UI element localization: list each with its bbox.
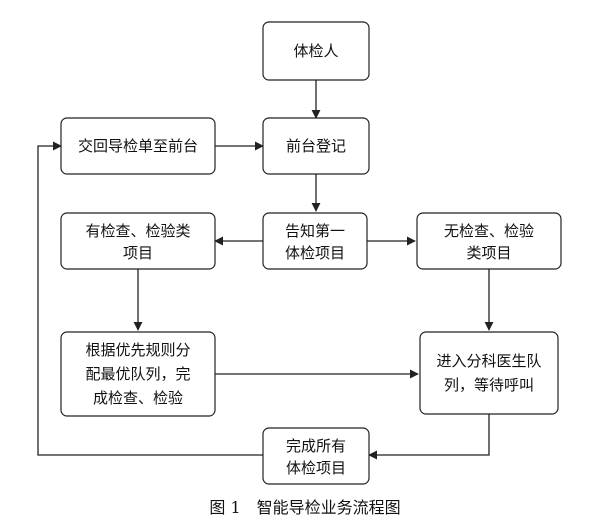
figure-caption: 图 1 智能导检业务流程图 — [209, 498, 400, 517]
edge-complete-all-to-return-sheet — [37, 141, 263, 456]
node-allocate-line-2: 配最优队列，完 — [85, 365, 190, 383]
node-enter-queue-line-2: 列，等待呼叫 — [444, 376, 534, 394]
node-no-exam: 无检查、检验 类项目 — [416, 212, 562, 270]
node-enter-queue-line-1: 进入分科医生队 — [436, 352, 541, 370]
node-notify-first: 告知第一 体检项目 — [262, 212, 368, 270]
node-allocate: 根据优先规则分 配最优队列，完 成检查、检验 — [60, 331, 216, 417]
node-has-exam-line-1: 有检查、检验类 — [85, 222, 190, 240]
node-front-desk: 前台登记 — [262, 117, 370, 175]
node-front-desk-line-1: 前台登记 — [286, 137, 346, 155]
node-complete-all-line-1: 完成所有 — [286, 437, 346, 455]
edge-enter-queue-to-complete-all — [368, 414, 490, 460]
node-allocate-line-3: 成检查、检验 — [93, 389, 183, 407]
node-enter-queue: 进入分科医生队 列，等待呼叫 — [419, 331, 559, 415]
node-examinee: 体检人 — [262, 21, 370, 81]
node-examinee-line-1: 体检人 — [293, 42, 338, 60]
node-notify-first-line-2: 体检项目 — [285, 244, 345, 262]
node-return-sheet-line-1: 交回导检单至前台 — [78, 137, 198, 155]
node-complete-all: 完成所有 体检项目 — [262, 427, 370, 485]
edges — [37, 80, 494, 460]
node-notify-first-line-1: 告知第一 — [285, 222, 345, 240]
node-return-sheet: 交回导检单至前台 — [60, 117, 216, 175]
node-has-exam: 有检查、检验类 项目 — [60, 212, 216, 270]
node-no-exam-line-1: 无检查、检验 — [444, 222, 534, 240]
node-allocate-line-1: 根据优先规则分 — [85, 341, 190, 359]
node-has-exam-line-2: 项目 — [123, 244, 153, 262]
node-no-exam-line-2: 类项目 — [466, 244, 511, 262]
node-complete-all-line-2: 体检项目 — [286, 459, 346, 477]
